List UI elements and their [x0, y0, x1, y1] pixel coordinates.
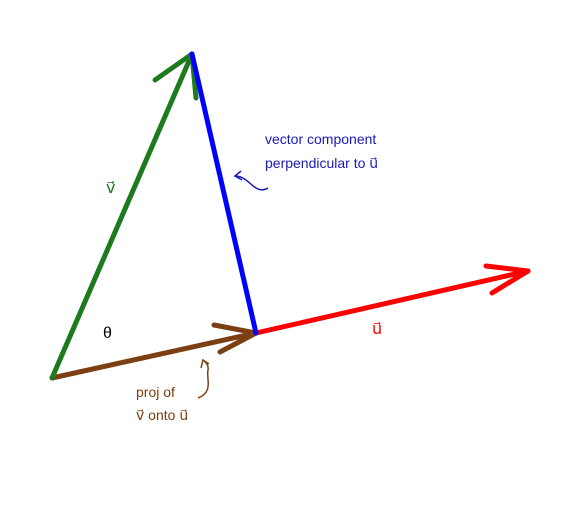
proj-label-line1: proj of: [136, 384, 175, 400]
perp-label-line1: vector component: [265, 131, 376, 147]
label-theta: θ: [103, 325, 112, 342]
vector-projection: [49, 322, 259, 381]
perp-label-line2: perpendicular to u⃗: [265, 155, 378, 171]
label-u: u⃗: [372, 321, 382, 338]
proj-label-line2: v⃗ onto u⃗: [136, 407, 188, 423]
label-v: v⃗: [106, 180, 115, 197]
proj-pointer-line: [197, 359, 209, 399]
vector-u: [253, 263, 531, 336]
proj-pointer-arrowhead: [200, 358, 210, 369]
perp-pointer-arrowhead: [233, 170, 243, 181]
vector-v: [49, 51, 199, 381]
vector-perpendicular: [189, 51, 259, 336]
perp-pointer-line: [234, 175, 269, 191]
